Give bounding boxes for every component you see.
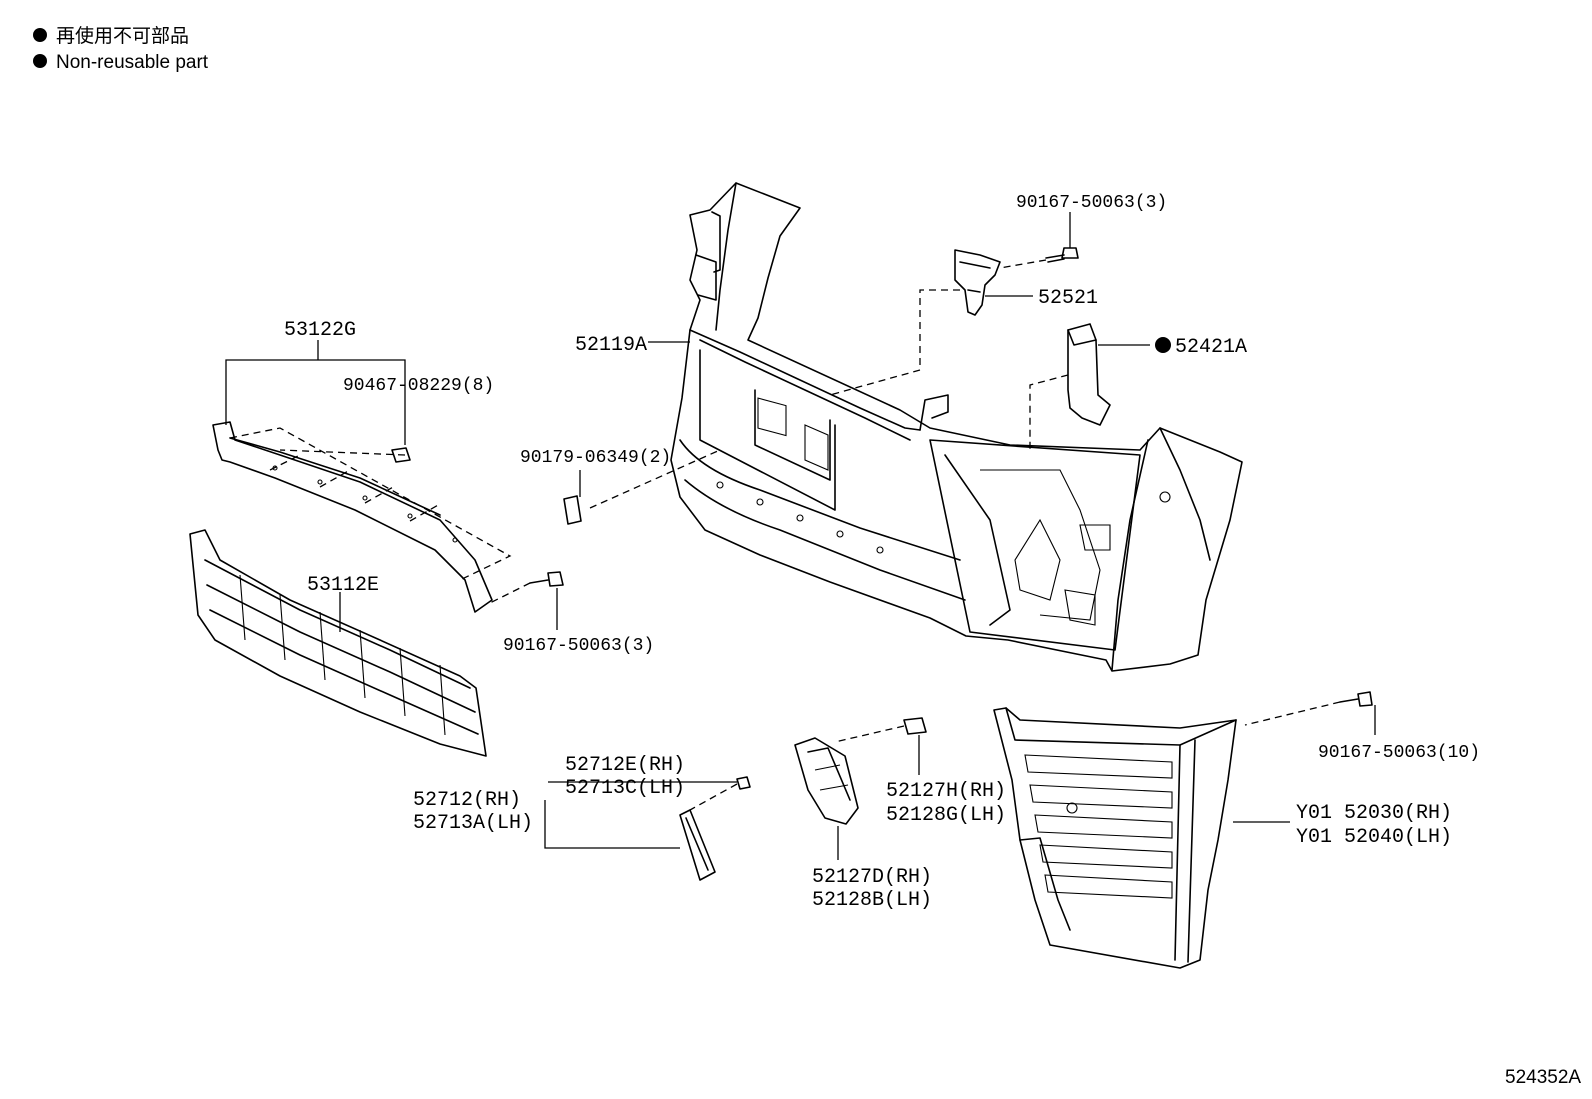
assembly-dashed-lines — [229, 259, 1341, 811]
bolt-right-drawing — [1339, 691, 1373, 707]
legend: 再使用不可部品 Non-reusable part — [33, 25, 209, 73]
label-sub-assembly-52030: Y01 52030(RH) — [1296, 802, 1452, 825]
label-cover-52713C: 52713C(LH) — [565, 777, 685, 800]
legend-text-japanese: 再使用不可部品 — [56, 25, 189, 47]
bolt-top-drawing — [1045, 247, 1079, 263]
label-cover-52713A: 52713A(LH) — [413, 812, 533, 835]
label-cover-52712E: 52712E(RH) — [565, 754, 685, 777]
label-retainer-52128G: 52128G(LH) — [886, 804, 1006, 827]
non-reusable-dot-icon — [33, 54, 47, 68]
retainer-52127D-drawing — [794, 737, 859, 825]
label-nut-90179: 90179-06349(2) — [520, 448, 671, 468]
cover-52712-drawing — [679, 809, 716, 881]
label-molding-53122G: 53122G — [284, 319, 356, 342]
bumper-cover-drawing — [670, 182, 1243, 672]
label-retainer-52127H: 52127H(RH) — [886, 780, 1006, 803]
label-sub-assembly-52040: Y01 52040(LH) — [1296, 826, 1452, 849]
label-bracket-52521: 52521 — [1038, 287, 1098, 310]
label-bolt-top: 90167-50063(3) — [1016, 193, 1167, 213]
non-reusable-dot-icon — [33, 28, 47, 42]
legend-text-english: Non-reusable part — [56, 52, 209, 73]
grille-53112E-drawing — [189, 529, 487, 757]
label-pad-52421A: 52421A — [1175, 336, 1247, 359]
label-cover-52712: 52712(RH) — [413, 789, 521, 812]
label-clip-90467: 90467-08229(8) — [343, 376, 494, 396]
pad-52421A-drawing — [1067, 323, 1111, 426]
leader-lines — [225, 212, 1376, 860]
nut-90179-drawing — [563, 495, 582, 525]
label-bumper-52119A: 52119A — [575, 334, 647, 357]
sub-assembly-52030-drawing — [993, 707, 1237, 969]
part-labels: 90167-50063(3) 52521 52119A 52421A 90179… — [284, 193, 1480, 912]
diagram-code: 524352A — [1505, 1067, 1581, 1088]
clip-52712E-drawing — [736, 776, 751, 790]
molding-53122G-drawing — [212, 421, 493, 613]
label-bolt-right: 90167-50063(10) — [1318, 743, 1480, 763]
label-bolt-left: 90167-50063(3) — [503, 636, 654, 656]
bolt-left-drawing — [529, 571, 564, 587]
label-retainer-52128B: 52128B(LH) — [812, 889, 932, 912]
label-grille-53112E: 53112E — [307, 574, 379, 597]
label-retainer-52127D: 52127D(RH) — [812, 866, 932, 889]
non-reusable-dot-icon — [1155, 337, 1171, 353]
clip-52127H-drawing — [903, 717, 927, 735]
bracket-52521-drawing — [954, 249, 1001, 316]
